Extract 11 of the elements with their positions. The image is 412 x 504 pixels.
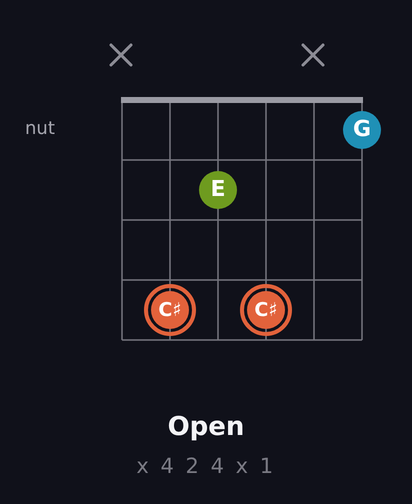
- note-name: G: [352, 119, 372, 141]
- ringed-note-circle: [240, 284, 292, 336]
- nut-label: nut: [25, 119, 55, 140]
- note-name: C♯: [158, 300, 182, 320]
- note-name: E: [210, 179, 226, 201]
- fingering-caption: x 4 2 4 x 1: [136, 454, 276, 478]
- chord-title: Open: [168, 413, 244, 443]
- note-name: C♯: [254, 300, 278, 320]
- note-circle: [343, 111, 381, 149]
- ringed-note-circle: [144, 284, 196, 336]
- note-circle: [199, 171, 237, 209]
